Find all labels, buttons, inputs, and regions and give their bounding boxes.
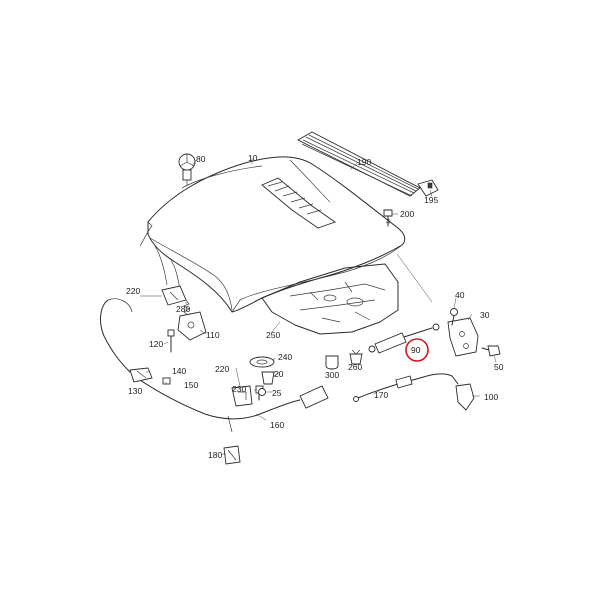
striker-220[interactable]	[231, 385, 253, 407]
callout-20: 20	[274, 369, 284, 379]
buffer-20[interactable]	[261, 371, 275, 385]
callout-40: 40	[455, 290, 465, 300]
highlight-ring-90	[405, 338, 429, 362]
callout-120: 120	[149, 339, 163, 349]
callout-220-lower: 220	[215, 364, 229, 374]
callout-220-upper: 220	[126, 286, 140, 296]
hood-insulation-mat[interactable]	[261, 263, 399, 335]
cable-handle[interactable]	[299, 385, 329, 409]
callout-110: 110	[206, 330, 220, 340]
callout-90: 90	[411, 345, 421, 355]
callout-280: 280	[176, 304, 190, 314]
callout-260: 260	[348, 362, 362, 372]
callout-200: 200	[400, 209, 414, 219]
bolt-50[interactable]	[481, 345, 501, 357]
callout-250: 250	[266, 330, 280, 340]
hood-lock-110[interactable]	[177, 311, 207, 341]
clip-195[interactable]	[417, 179, 439, 197]
clip-150[interactable]	[162, 377, 171, 385]
callout-30: 30	[480, 310, 490, 320]
bolt-120[interactable]	[167, 329, 175, 353]
release-cable-160[interactable]	[139, 379, 301, 433]
cap-300[interactable]	[325, 355, 339, 370]
callout-80: 80	[196, 154, 206, 164]
leader-lines	[140, 158, 497, 455]
hood-panel[interactable]	[139, 156, 406, 313]
callout-25: 25	[272, 388, 282, 398]
callout-300: 300	[325, 370, 339, 380]
callout-labels: 10 20 25 30 40 50 80 90 100 110 120 130 …	[126, 153, 504, 460]
callout-170: 170	[374, 390, 388, 400]
release-cable-130[interactable]	[100, 298, 133, 373]
nut-25[interactable]	[258, 388, 266, 396]
gas-strut-90[interactable]	[368, 323, 440, 354]
callout-50: 50	[494, 362, 504, 372]
hinge-30[interactable]	[447, 317, 479, 357]
spring-280[interactable]	[183, 299, 190, 316]
hood-vent-insert[interactable]	[261, 177, 336, 229]
cable-bracket-140[interactable]	[129, 367, 153, 383]
callout-100: 100	[484, 392, 498, 402]
callout-240: 240	[278, 352, 292, 362]
star-emblem[interactable]	[178, 153, 196, 186]
latch-220-upper[interactable]	[161, 285, 187, 306]
callout-150: 150	[184, 380, 198, 390]
clip-260[interactable]	[349, 349, 363, 365]
radiator-grille[interactable]	[297, 131, 421, 197]
callout-160: 160	[270, 420, 284, 430]
bolt-40[interactable]	[450, 308, 458, 326]
callout-180: 180	[208, 450, 222, 460]
callout-195: 195	[424, 195, 438, 205]
bumper-240[interactable]	[249, 356, 275, 368]
screw-200[interactable]	[383, 209, 393, 227]
sensor-100[interactable]	[455, 383, 475, 411]
callout-230: 230	[232, 384, 246, 394]
callout-130: 130	[128, 386, 142, 396]
callout-10: 10	[248, 153, 258, 163]
callout-190: 190	[357, 157, 371, 167]
sensor-cable-170[interactable]	[353, 373, 459, 402]
clip-180[interactable]	[223, 445, 241, 465]
callout-140: 140	[172, 366, 186, 376]
